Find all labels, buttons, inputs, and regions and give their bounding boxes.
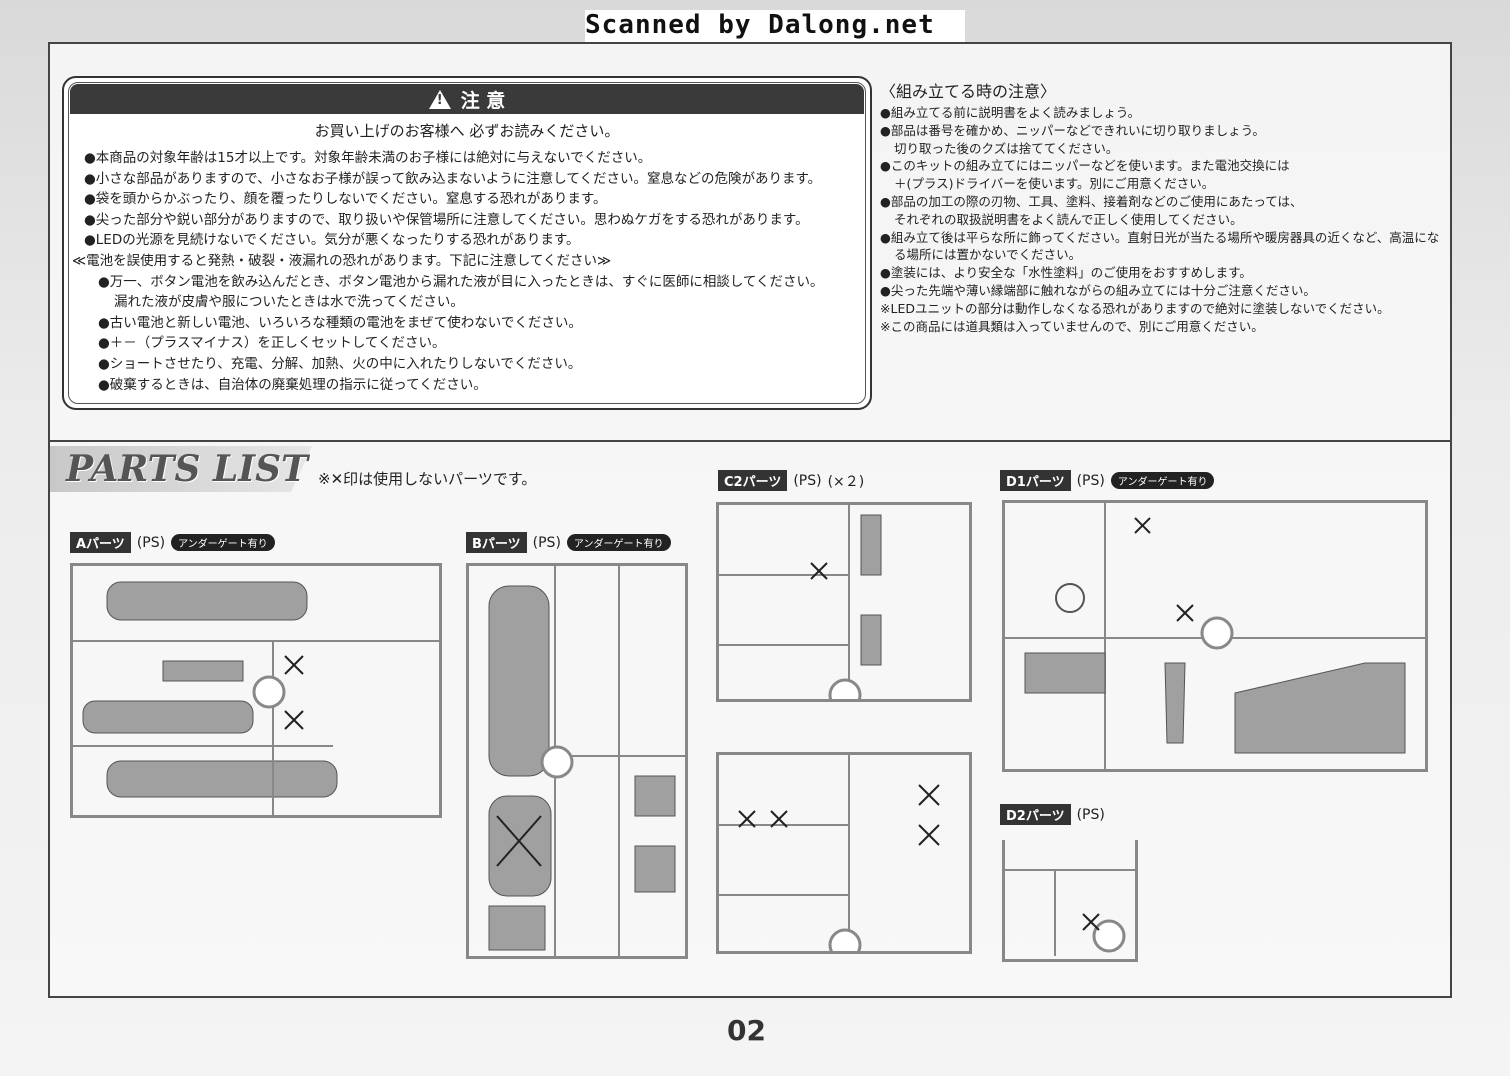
page-number: 02 xyxy=(727,1014,766,1047)
part-a-tag: Aパーツ xyxy=(70,532,131,553)
sprue-c2-lower-drawing xyxy=(719,755,940,951)
battery-line: ●＋－（プラスマイナス）を正しくセットしてください。 xyxy=(98,335,446,352)
part-c2-label: C2パーツ (PS) (×２) xyxy=(718,470,864,491)
assembly-line: それぞれの取扱説明書をよく読んで正しく使用してください。 xyxy=(894,211,1243,227)
caution-line: ●本商品の対象年齢は15才以上です。対象年齢未満のお子様には絶対に与えないでくだ… xyxy=(84,150,652,166)
caution-list: ●本商品の対象年齢は15才以上です。対象年齢未満のお子様には絶対に与えないでくだ… xyxy=(72,148,858,395)
assembly-line: ●部品は番号を確かめ、ニッパーなどできれいに切り取りましょう。 xyxy=(880,122,1265,138)
sprue-c2-upper-drawing xyxy=(719,505,882,699)
sprue-a-drawing xyxy=(73,581,439,815)
part-c2-tag: C2パーツ xyxy=(718,470,788,491)
caution-line: ●LEDの光源を見続けないでください。気分が悪くなったりする恐れがあります。 xyxy=(84,232,580,249)
part-b-label: Bパーツ (PS) アンダーゲート有り xyxy=(466,532,671,553)
assembly-line: ※LEDユニットの部分は動作しなくなる恐れがありますので絶対に塗装しないでくださ… xyxy=(880,300,1390,316)
assembly-line: ●組み立てる前に説明書をよく読みましょう。 xyxy=(880,105,1141,120)
battery-line: 漏れた液が皮膚や服についたときは水で洗ってください。 xyxy=(114,294,464,311)
watermark: Scanned by Dalong.net xyxy=(585,10,965,44)
part-b-tag: Bパーツ xyxy=(466,532,527,553)
part-d2-tag: D2パーツ xyxy=(1000,804,1071,825)
sprue-c2-upper-image xyxy=(716,502,972,702)
caution-box: 注 意 お買い上げのお客様へ 必ずお読みください。 ●本商品の対象年齢は15才以… xyxy=(62,76,872,410)
part-d1-label: D1パーツ (PS) アンダーゲート有り xyxy=(1000,470,1215,491)
part-b-material: (PS) xyxy=(532,534,561,551)
caution-subheading: お買い上げのお客様へ 必ずお読みください。 xyxy=(314,122,620,140)
assembly-line: ●組み立て後は平らな所に飾ってください。直射日光が当たる場所や暖房器具の近くなど… xyxy=(880,229,1440,245)
sprue-d1-image xyxy=(1002,500,1428,772)
part-b-gate-badge: アンダーゲート有り xyxy=(566,534,671,551)
assembly-line: 切り取った後のクズは捨ててください。 xyxy=(894,140,1119,156)
battery-line: ●破棄するときは、自治体の廃棄処理の指示に従ってください。 xyxy=(98,376,487,393)
part-a-gate-badge: アンダーゲート有り xyxy=(171,534,275,551)
sprue-d2-drawing xyxy=(1005,869,1135,956)
sprue-b-drawing xyxy=(488,566,685,956)
sprue-c2-lower-image xyxy=(716,752,972,954)
battery-line: ●古い電池と新しい電池、いろいろな種類の電池をまぜて使わないでください。 xyxy=(98,314,582,331)
assembly-line: る場所には置かないでください。 xyxy=(894,247,1082,263)
part-c2-material: (PS) xyxy=(793,472,822,489)
caution-header: 注 意 xyxy=(70,84,864,114)
part-c2-count: (×２) xyxy=(827,473,865,490)
caution-heading: 注 意 xyxy=(460,89,506,112)
caution-line: ●袋を頭からかぶったり、顔を覆ったりしないでください。窒息する恐れがあります。 xyxy=(84,191,607,208)
part-d2-material: (PS) xyxy=(1076,806,1105,823)
parts-list-banner xyxy=(50,446,312,492)
parts-list-note: ※✕印は使用しないパーツです。 xyxy=(318,470,537,488)
part-d1-material: (PS) xyxy=(1076,472,1105,489)
sprue-d1-drawing xyxy=(1005,503,1425,769)
assembly-line: ●塗装には、より安全な「水性塗料」のご使用をおすすめします。 xyxy=(880,265,1252,281)
assembly-line: ●部品の加工の際の刃物、工具、塗料、接着剤などのご使用にあたっては、 xyxy=(880,193,1303,209)
section-divider xyxy=(48,440,1452,442)
assembly-line: ●このキットの組み立てにはニッパーなどを使います。また電池交換には xyxy=(880,158,1290,174)
assembly-line: ＋(プラス)ドライバーを使います。別にご用意ください。 xyxy=(894,176,1215,192)
assembly-notes: 〈組み立てる時の注意〉 ●組み立てる前に説明書をよく読みましょう。 ●部品は番号… xyxy=(880,78,1445,335)
battery-line: ●万一、ボタン電池を飲み込んだとき、ボタン電池から漏れた液が目に入ったときは、す… xyxy=(98,273,824,290)
warning-icon xyxy=(428,89,451,109)
assembly-line: ●尖った先端や薄い縁端部に触れながらの組み立てには十分ご注意ください。 xyxy=(880,282,1316,298)
caution-inner-border xyxy=(68,82,866,404)
battery-line: ●ショートさせたり、充電、分解、加熱、火の中に入れたりしないでください。 xyxy=(98,355,582,372)
assembly-line: ※この商品には道具類は入っていませんので、別にご用意ください。 xyxy=(880,318,1264,334)
parts-list-title: PARTS LIST xyxy=(66,448,308,490)
sprue-d2-image xyxy=(1002,840,1138,962)
assembly-title: 〈組み立てる時の注意〉 xyxy=(880,82,1057,101)
part-d1-tag: D1パーツ xyxy=(1000,470,1071,491)
part-d1-gate-badge: アンダーゲート有り xyxy=(1110,472,1215,489)
part-a-label: Aパーツ (PS) アンダーゲート有り xyxy=(70,532,275,553)
sprue-a-image xyxy=(70,563,442,818)
sprue-b-image xyxy=(466,563,688,959)
caution-line: ●尖った部分や鋭い部分がありますので、取り扱いや保管場所に注意してください。思わ… xyxy=(84,211,809,228)
part-d2-label: D2パーツ (PS) xyxy=(1000,804,1105,825)
part-a-material: (PS) xyxy=(136,534,166,551)
battery-heading: ≪電池を誤使用すると発熱・破裂・液漏れの恐れがあります。下記に注意してください≫ xyxy=(72,252,612,269)
caution-line: ●小さな部品がありますので、小さなお子様が誤って飲み込まないように注意してくださ… xyxy=(84,170,822,187)
